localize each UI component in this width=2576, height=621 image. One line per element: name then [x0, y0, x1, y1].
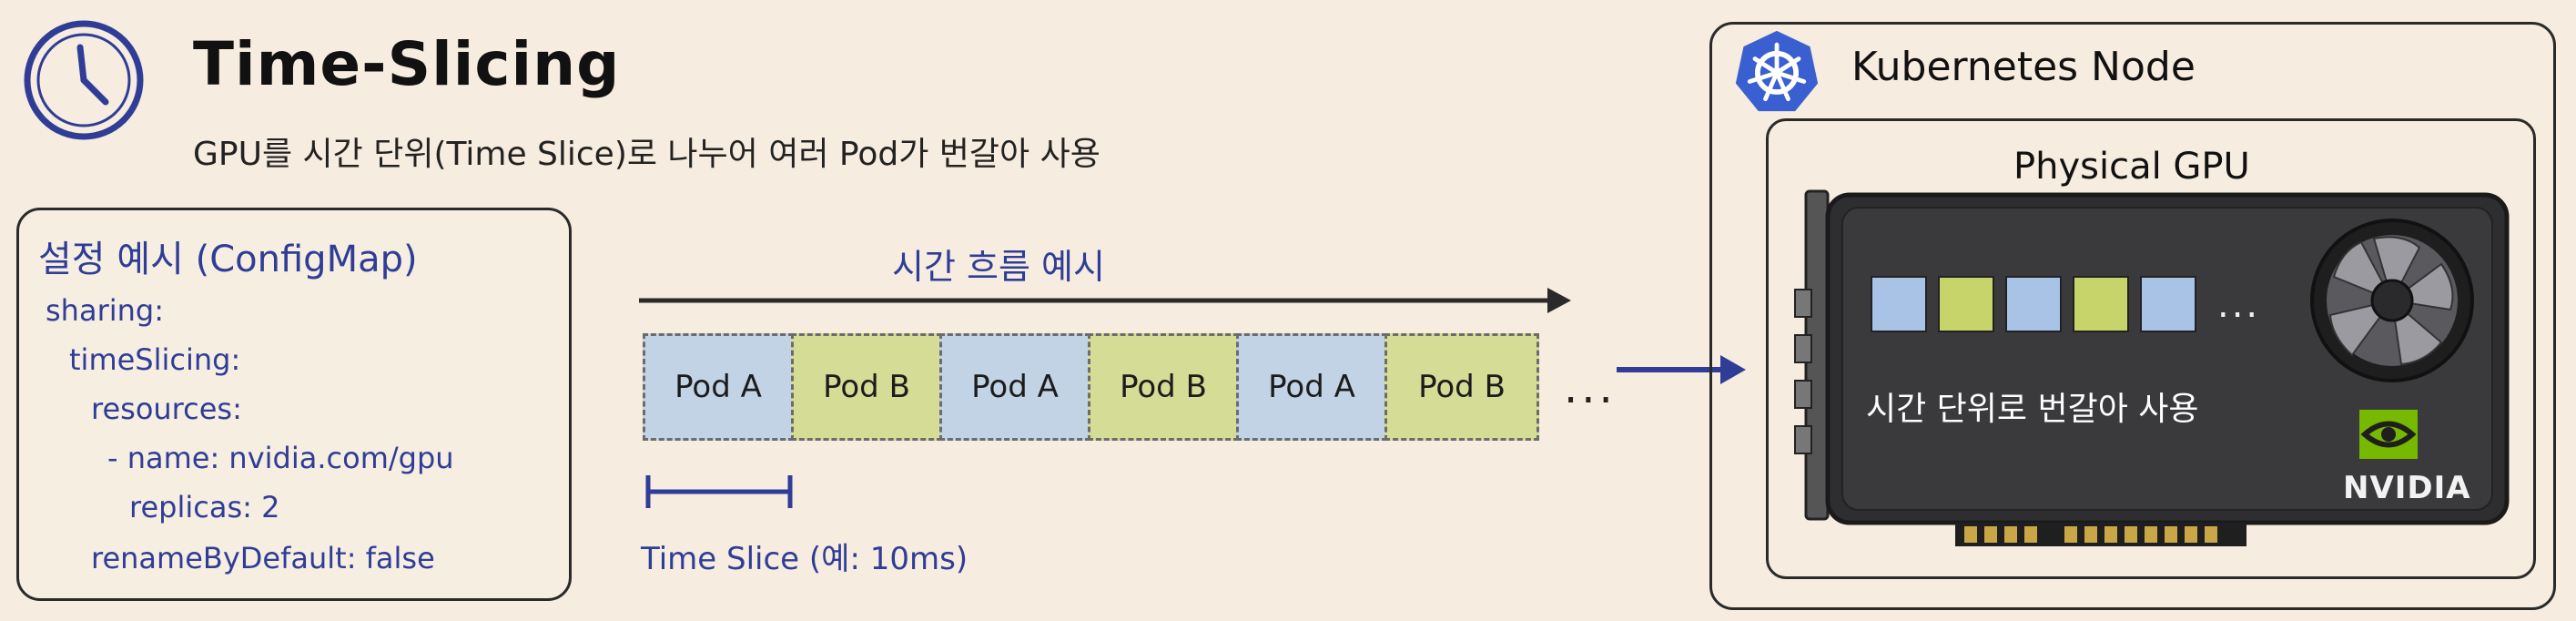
config-title: 설정 예시 (ConfigMap)	[38, 239, 418, 280]
gpu-usage-label: 시간 단위로 번갈아 사용	[1866, 391, 2199, 428]
gpu-fan-icon	[2310, 219, 2474, 382]
nvidia-logo-icon	[2359, 410, 2418, 459]
time-slot-pod-a: Pod A	[1236, 333, 1387, 441]
config-line: replicas: 2	[129, 490, 280, 524]
page-subtitle: GPU를 시간 단위(Time Slice)로 나누어 여러 Pod가 번갈아 …	[193, 136, 1100, 173]
timeline-ellipsis: ...	[1564, 362, 1617, 413]
time-slot-pod-a: Pod A	[643, 333, 794, 441]
node-title: Kubernetes Node	[1851, 44, 2196, 90]
time-slot-pod-b: Pod B	[1384, 333, 1539, 441]
time-flow-label: 시간 흐름 예시	[892, 247, 1105, 287]
gpu-card-illustration	[1794, 189, 2510, 546]
config-example-box	[16, 208, 572, 601]
nvidia-wordmark: NVIDIA	[2343, 470, 2471, 506]
time-slice-label: Time Slice (예: 10ms)	[641, 541, 969, 577]
timeline-arrows	[639, 288, 1746, 508]
gpu-ellipsis: ...	[2217, 284, 2261, 326]
config-line: timeSlicing:	[69, 342, 241, 377]
kubernetes-icon	[1735, 30, 1819, 112]
config-line: renameByDefault: false	[91, 541, 435, 575]
physical-gpu-box	[1766, 118, 2536, 579]
time-slot-pod-b: Pod B	[791, 333, 942, 441]
config-line: resources:	[91, 392, 242, 426]
kubernetes-node-box	[1709, 22, 2556, 610]
config-line: - name: nvidia.com/gpu	[107, 441, 454, 475]
arrow-right-icon	[1720, 355, 1746, 384]
time-slot-pod-a: Pod A	[939, 333, 1090, 441]
config-line: sharing:	[46, 293, 164, 328]
gpu-title: Physical GPU	[2013, 146, 2250, 188]
arrow-right-icon	[1547, 288, 1571, 313]
time-slot-pod-b: Pod B	[1088, 333, 1239, 441]
clock-icon	[24, 20, 144, 140]
page-title: Time-Slicing	[193, 29, 621, 99]
